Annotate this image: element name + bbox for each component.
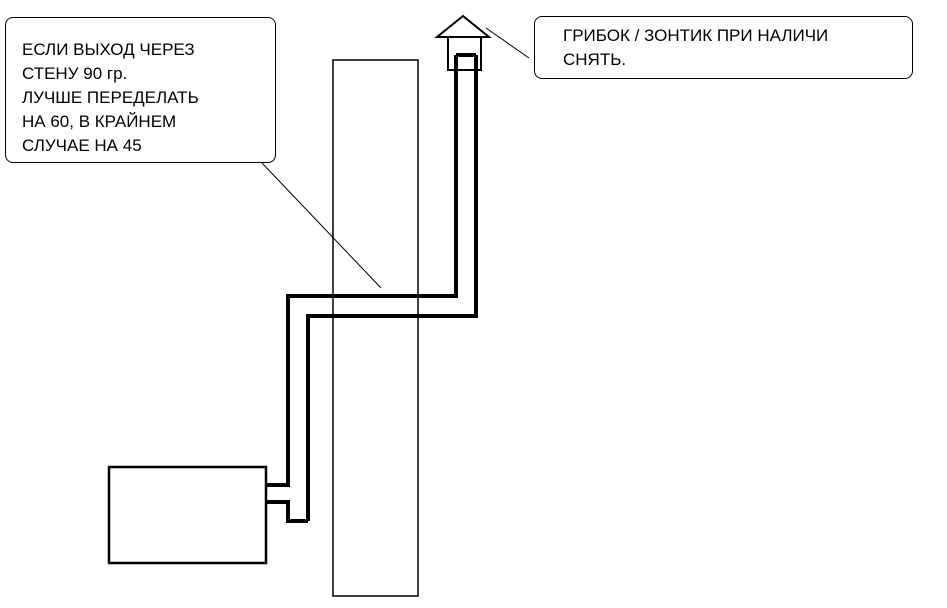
wall-exit-callout: ЕСЛИ ВЫХОД ЧЕРЕЗ СТЕНУ 90 гр. ЛУЧШЕ ПЕРЕ… <box>5 17 276 163</box>
chimney-cap <box>434 14 492 71</box>
cap-leader-line <box>485 27 530 59</box>
boiler <box>107 465 268 565</box>
pipe-connector <box>265 465 308 523</box>
cap-callout: ГРИБОК / ЗОНТИК ПРИ НАЛИЧИ СНЯТЬ. <box>534 16 913 79</box>
wall <box>332 59 419 597</box>
wall-exit-leader-line <box>261 162 382 289</box>
